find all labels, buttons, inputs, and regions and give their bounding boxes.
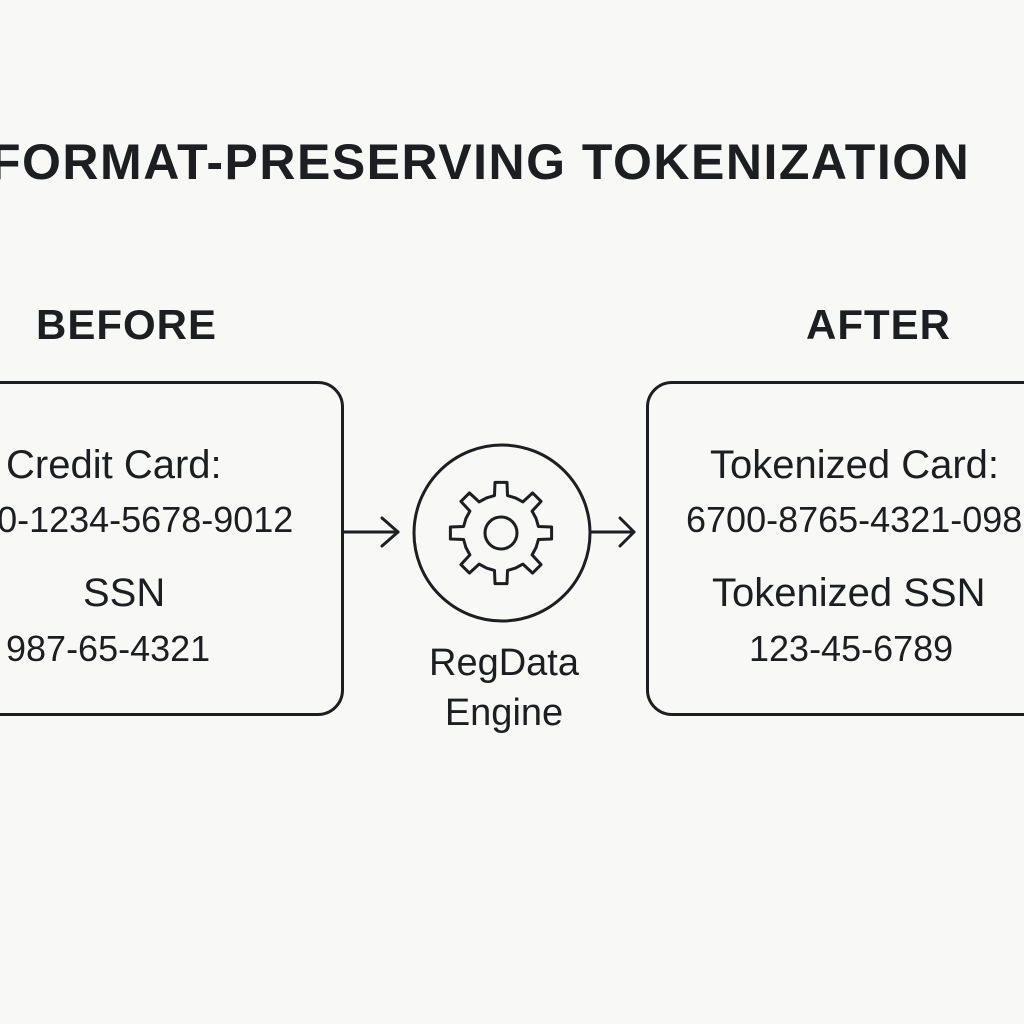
- diagram-title: FORMAT-PRESERVING TOKENIZATION: [0, 134, 971, 190]
- engine-circle: [412, 443, 592, 623]
- tokenized-card-value: 6700-8765-4321-0987: [686, 499, 1024, 540]
- credit-card-label: Credit Card:: [6, 443, 222, 487]
- tokenized-ssn-label: Tokenized SSN: [712, 571, 986, 615]
- after-heading: AFTER: [806, 301, 951, 348]
- tokenized-card-label: Tokenized Card:: [710, 443, 1000, 487]
- credit-card-value: 6700-1234-5678-9012: [0, 499, 294, 540]
- before-box: Credit Card: 6700-1234-5678-9012 SSN 987…: [0, 381, 344, 716]
- after-box: Tokenized Card: 6700-8765-4321-0987 Toke…: [646, 381, 1024, 716]
- output-arrow: [590, 516, 636, 548]
- input-arrow: [342, 516, 400, 548]
- engine-label-line2: Engine: [444, 692, 564, 734]
- ssn-value: 987-65-4321: [6, 628, 211, 669]
- ssn-label: SSN: [83, 571, 166, 615]
- tokenized-ssn-value: 123-45-6789: [749, 628, 954, 669]
- engine-label-line1: RegData: [429, 642, 579, 684]
- gear-icon: [448, 480, 554, 586]
- before-heading: BEFORE: [36, 301, 218, 348]
